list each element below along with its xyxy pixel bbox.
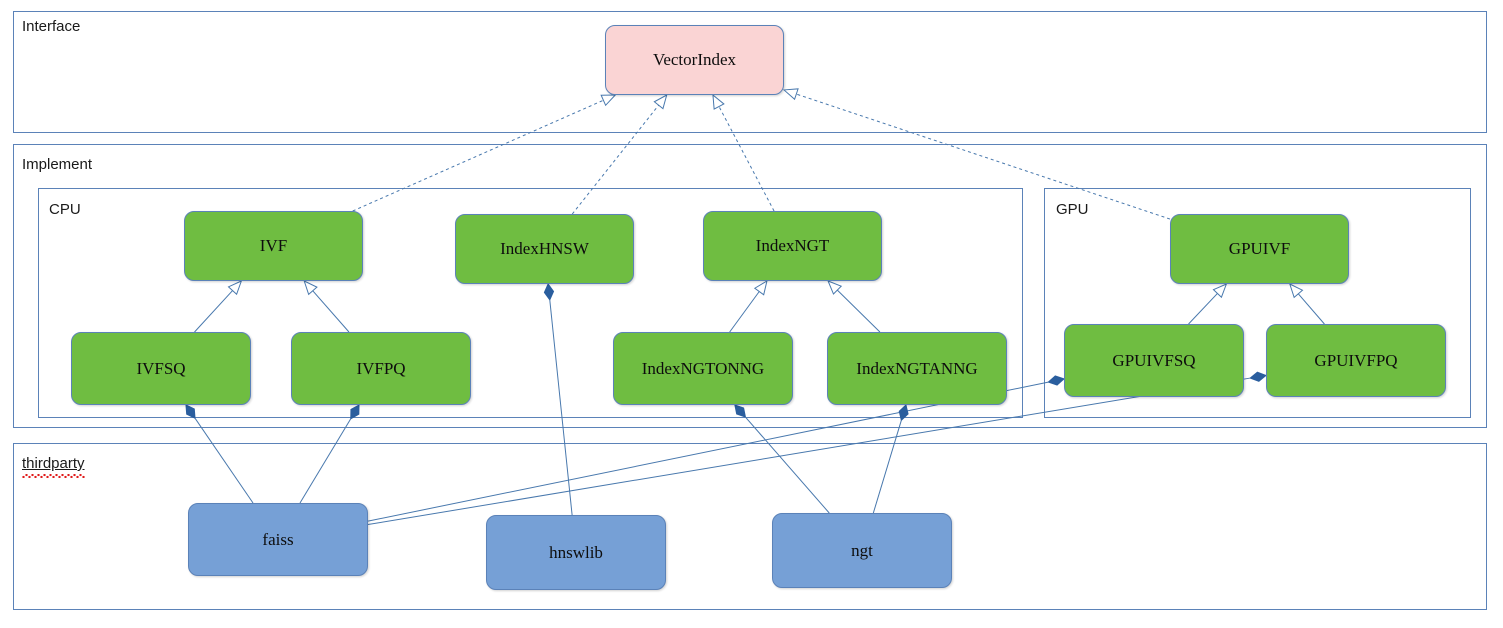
- container-label-cpu: CPU: [49, 201, 81, 218]
- node-hnswlib[interactable]: hnswlib: [486, 515, 666, 590]
- node-label-faiss: faiss: [262, 529, 294, 549]
- node-label-ivf: IVF: [259, 236, 288, 255]
- node-gpuivf[interactable]: GPUIVF: [1170, 214, 1349, 284]
- container-label-implement: Implement: [22, 156, 93, 173]
- node-label-indexngtanng: IndexNGTANNG: [856, 358, 978, 378]
- node-indexngtanng[interactable]: IndexNGTANNG: [827, 332, 1007, 405]
- spellcheck-squiggle-thirdparty: [22, 474, 85, 478]
- container-gpu: [1044, 188, 1471, 418]
- node-label-gpuivf: GPUIVF: [1228, 239, 1291, 258]
- node-label-ivfpq: IVFPQ: [356, 358, 406, 378]
- node-label-gpuivfpq: GPUIVFPQ: [1314, 350, 1398, 370]
- node-label-vectorindex: VectorIndex: [652, 50, 737, 69]
- node-indexngtonng[interactable]: IndexNGTONNG: [613, 332, 793, 405]
- node-label-hnswlib: hnswlib: [549, 542, 603, 562]
- container-label-gpu: GPU: [1056, 201, 1089, 218]
- node-gpuivfpq[interactable]: GPUIVFPQ: [1266, 324, 1446, 397]
- node-ngt[interactable]: ngt: [772, 513, 952, 588]
- node-indexhnsw[interactable]: IndexHNSW: [455, 214, 634, 284]
- node-label-gpuivfsq: GPUIVFSQ: [1112, 350, 1196, 370]
- node-faiss[interactable]: faiss: [188, 503, 368, 576]
- node-gpuivfsq[interactable]: GPUIVFSQ: [1064, 324, 1244, 397]
- node-indexngt[interactable]: IndexNGT: [703, 211, 882, 281]
- node-label-indexhnsw: IndexHNSW: [500, 239, 589, 258]
- node-ivfsq[interactable]: IVFSQ: [71, 332, 251, 405]
- node-label-ngt: ngt: [851, 540, 873, 560]
- container-label-interface: Interface: [22, 18, 81, 35]
- node-label-ivfsq: IVFSQ: [136, 358, 186, 378]
- node-ivf[interactable]: IVF: [184, 211, 363, 281]
- node-label-indexngtonng: IndexNGTONNG: [641, 358, 765, 378]
- container-label-thirdparty: thirdparty: [22, 455, 85, 472]
- node-label-indexngt: IndexNGT: [755, 236, 830, 255]
- node-vectorindex[interactable]: VectorIndex: [605, 25, 784, 95]
- node-ivfpq[interactable]: IVFPQ: [291, 332, 471, 405]
